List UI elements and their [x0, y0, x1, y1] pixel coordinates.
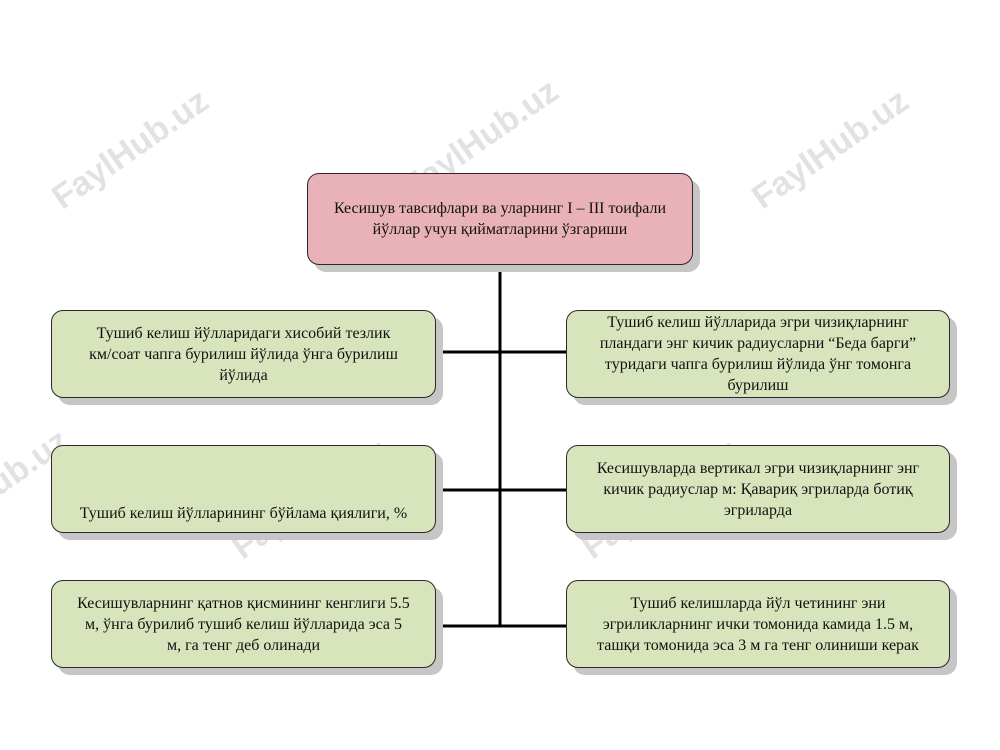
top-box: Кесишув тавсифлари ва уларнинг I – III т… [307, 173, 693, 265]
left-box-text: Тушиб келиш йўлларидаги хисобий тезлик к… [89, 324, 398, 384]
left-box-width: Кесишувларнинг қатнов қисмининг кенглиги… [51, 580, 436, 668]
right-box-vertical-curves: Кесишувларда вертикал эгри чизиқларнинг … [566, 445, 950, 533]
left-box-text: Тушиб келиш йўлларининг бўйлама қиялиги,… [79, 505, 408, 522]
right-box-edge-width: Тушиб келишларда йўл четининг эни эгрили… [566, 580, 950, 668]
right-box-text: Тушиб келиш йўлларида эгри чизиқларнинг … [599, 314, 917, 394]
right-box-text: Тушиб келишларда йўл четининг эни эгрили… [597, 594, 919, 654]
right-box-text: Кесишувларда вертикал эгри чизиқларнинг … [596, 459, 920, 519]
left-box-speed: Тушиб келиш йўлларидаги хисобий тезлик к… [51, 310, 436, 398]
left-box-slope: Тушиб келиш йўлларининг бўйлама қиялиги,… [51, 445, 436, 533]
left-box-text: Кесишувларнинг қатнов қисмининг кенглиги… [77, 594, 410, 654]
right-box-radius: Тушиб келиш йўлларида эгри чизиқларнинг … [566, 310, 950, 398]
top-box-text: Кесишув тавсифлари ва уларнинг I – III т… [333, 200, 667, 238]
